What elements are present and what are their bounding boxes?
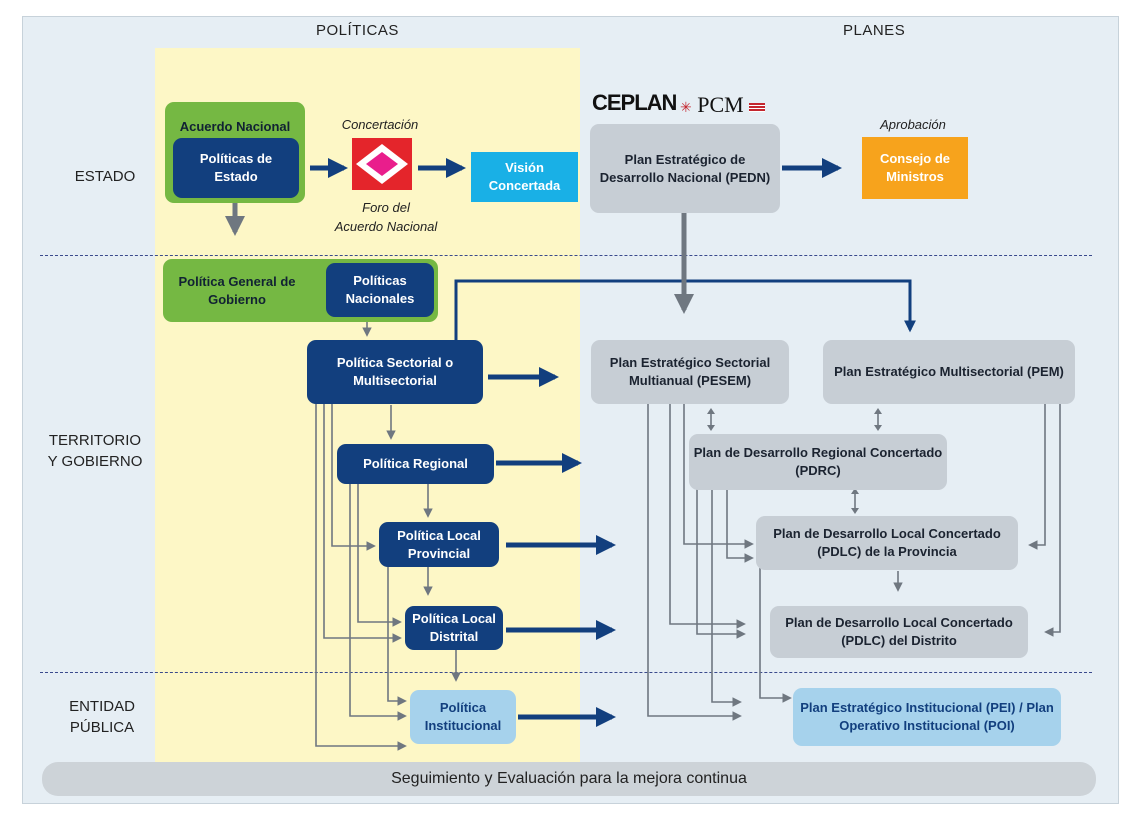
politicas-estado-box: Políticas de Estado — [173, 138, 299, 198]
row-label-territorio-line1: TERRITORIO — [48, 432, 142, 449]
pcm-flag-icon — [749, 103, 766, 112]
consejo-ministros-box: Consejo de Ministros — [862, 137, 968, 199]
row-label-entidad-line1: ENTIDAD — [69, 698, 135, 715]
row-label-territorio-line2: Y GOBIERNO — [47, 453, 143, 470]
row-label-entidad: ENTIDAD PÚBLICA — [52, 696, 152, 738]
row-label-territorio: TERRITORIO Y GOBIERNO — [40, 430, 150, 472]
foro-label: Foro del Acuerdo Nacional — [316, 198, 456, 236]
seguimiento-evaluacion-bar: Seguimiento y Evaluación para la mejora … — [42, 762, 1096, 796]
column-header-politicas: POLÍTICAS — [316, 22, 399, 39]
foro-acuerdo-nacional-emblem — [352, 138, 412, 190]
politica-institucional-box: Política Institucional — [410, 690, 516, 744]
politicas-nacionales-box: Políticas Nacionales — [326, 263, 434, 317]
foro-label-line1: Foro del — [362, 200, 410, 215]
pcm-logo-text: PCM — [697, 92, 744, 117]
politica-regional-box: Política Regional — [337, 444, 494, 484]
ceplan-logo: CEPLAN — [592, 90, 677, 115]
pedn-box: Plan Estratégico de Desarrollo Nacional … — [590, 124, 780, 213]
acuerdo-nacional-label: Acuerdo Nacional — [179, 119, 291, 134]
politica-local-distrital-box: Política Local Distrital — [405, 606, 503, 650]
pesem-box: Plan Estratégico Sectorial Multianual (P… — [591, 340, 789, 404]
pem-box: Plan Estratégico Multisectorial (PEM) — [823, 340, 1075, 404]
politica-sectorial-box: Política Sectorial o Multisectorial — [307, 340, 483, 404]
column-header-planes: PLANES — [843, 22, 906, 39]
pdrc-box: Plan de Desarrollo Regional Concertado (… — [689, 434, 947, 490]
row-label-entidad-line2: PÚBLICA — [69, 719, 135, 736]
foro-label-line2: Acuerdo Nacional — [334, 219, 438, 234]
pdlc-provincia-box: Plan de Desarrollo Local Concertado (PDL… — [756, 516, 1018, 570]
concertacion-label: Concertación — [341, 117, 419, 132]
divider-estado — [40, 255, 1092, 256]
pei-poi-box: Plan Estratégico Institucional (PEI) / P… — [793, 688, 1061, 746]
politica-local-provincial-box: Política Local Provincial — [379, 522, 499, 567]
pcm-star-icon: ✳ — [680, 101, 692, 116]
pcm-logo: ✳ PCM — [680, 92, 766, 118]
vision-concertada-box: Visión Concertada — [471, 152, 578, 202]
politica-general-label: Política General de Gobierno — [178, 273, 296, 307]
divider-entidad — [40, 672, 1092, 673]
row-label-estado: ESTADO — [74, 168, 136, 185]
pdlc-distrito-box: Plan de Desarrollo Local Concertado (PDL… — [770, 606, 1028, 658]
aprobacion-label: Aprobación — [880, 117, 946, 132]
